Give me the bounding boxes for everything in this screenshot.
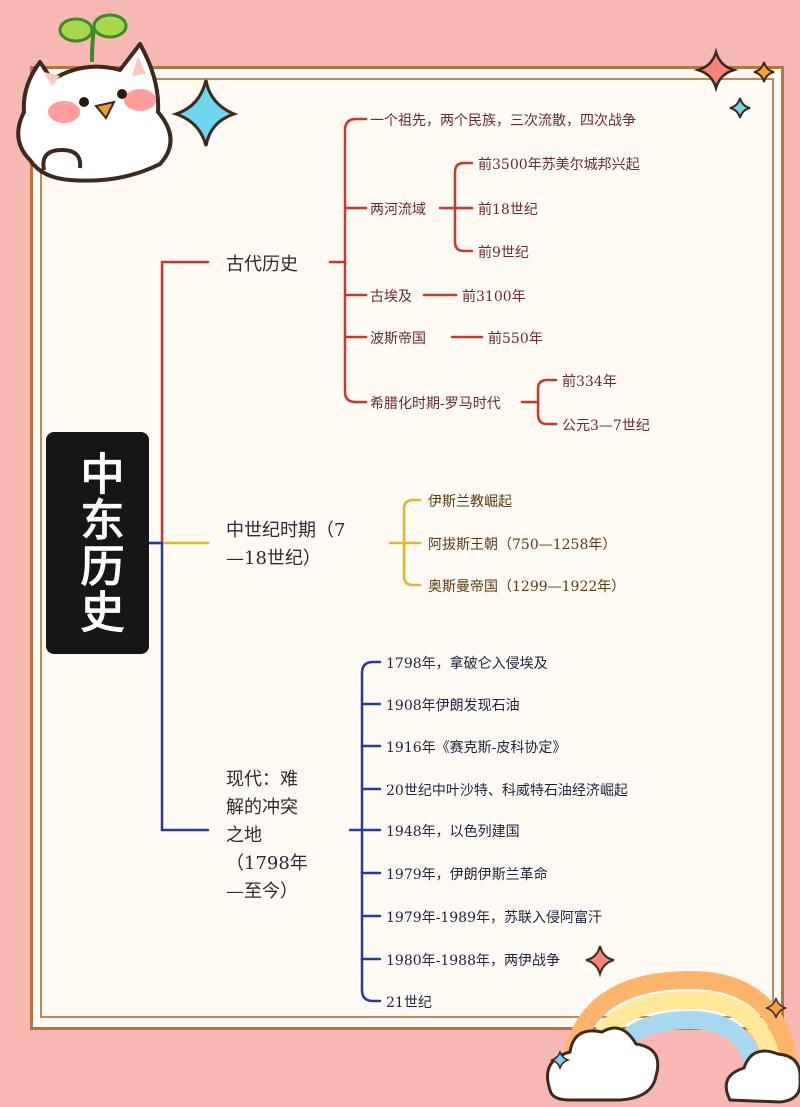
ancient-item-mesopotamia: 两河流域 — [370, 202, 426, 218]
ancient-item-persia: 波斯帝国 — [370, 331, 426, 347]
sparkle-icon — [171, 79, 239, 147]
connector-ancient-spine — [328, 117, 368, 404]
root-label: 中东历史 — [72, 451, 124, 635]
modern-item-1908: 1908年伊朗发现石油 — [386, 698, 520, 714]
paper-sheet — [30, 66, 784, 1030]
rainbow-icon — [546, 945, 800, 1104]
modern-item-1948: 1948年，以色列建国 — [386, 824, 520, 840]
branch-ancient: 古代历史 — [226, 254, 298, 275]
mesopotamia-child-3: 前9世纪 — [478, 245, 529, 261]
sparkle-icon — [585, 945, 615, 978]
connector-medieval-spine — [388, 498, 422, 587]
mesopotamia-child-2: 前18世纪 — [478, 202, 538, 218]
branch-medieval-line1: 中世纪时期（7 — [226, 520, 346, 541]
medieval-item-ottoman: 奥斯曼帝国（1299—1922年） — [428, 579, 626, 595]
sparkle-icon — [549, 1049, 571, 1071]
modern-item-21st-century: 21世纪 — [386, 995, 432, 1011]
sprout-icon — [58, 13, 128, 63]
persia-child: 前550年 — [488, 331, 543, 347]
branch-medieval-line2: —18世纪） — [226, 548, 321, 569]
inner-frame — [40, 78, 774, 1018]
branch-modern-line3: 之地 — [226, 825, 262, 846]
branch-modern-line2: 解的冲突 — [226, 797, 298, 818]
branch-modern-line5: —至今） — [226, 881, 298, 902]
ancient-item-egypt: 古埃及 — [370, 289, 412, 305]
modern-item-1979-1989: 1979年-1989年，苏联入侵阿富汗 — [386, 910, 602, 926]
connector-mesopotamia-children — [438, 161, 474, 253]
mesopotamia-child-1: 前3500年苏美尔城邦兴起 — [478, 157, 640, 173]
connector-hellenistic-children — [520, 378, 558, 426]
sparkle-icon — [693, 47, 775, 119]
connector-root-modern — [147, 541, 210, 832]
modern-item-20th-century: 20世纪中叶沙特、科威特石油经济崛起 — [386, 783, 628, 799]
connector-root-ancient — [147, 260, 210, 545]
ancient-item-hellenistic: 希腊化时期-罗马时代 — [370, 396, 501, 412]
branch-modern-line1: 现代：难 — [226, 769, 298, 790]
branch-modern-line4: （1798年 — [226, 853, 308, 874]
branch-modern: 现代：难 解的冲突 之地 （1798年 —至今） — [226, 766, 308, 906]
cat-icon — [16, 13, 239, 183]
ancient-item-ancestors: 一个祖先，两个民族，三次流散，四次战争 — [370, 113, 636, 129]
root-node: 中东历史 — [46, 432, 149, 654]
branch-medieval: 中世纪时期（7 —18世纪） — [226, 517, 345, 573]
egypt-child: 前3100年 — [462, 289, 526, 305]
hellenistic-child-1: 前334年 — [562, 374, 617, 390]
cloud-icon — [546, 1026, 800, 1104]
medieval-item-abbasid: 阿拔斯王朝（750—1258年） — [428, 537, 617, 553]
modern-item-1916: 1916年《赛克斯-皮科协定》 — [386, 740, 567, 756]
connector-modern-ticks — [360, 702, 382, 961]
hellenistic-child-2: 公元3—7世纪 — [562, 418, 650, 434]
modern-item-1979-revolution: 1979年，伊朗伊斯兰革命 — [386, 867, 548, 883]
medieval-item-islam: 伊斯兰教崛起 — [428, 494, 512, 510]
modern-item-1798: 1798年，拿破仑入侵埃及 — [386, 656, 548, 672]
modern-item-1980-1988: 1980年-1988年，两伊战争 — [386, 953, 560, 969]
sparkle-icon — [765, 997, 787, 1019]
connector-modern-spine — [348, 660, 382, 1003]
